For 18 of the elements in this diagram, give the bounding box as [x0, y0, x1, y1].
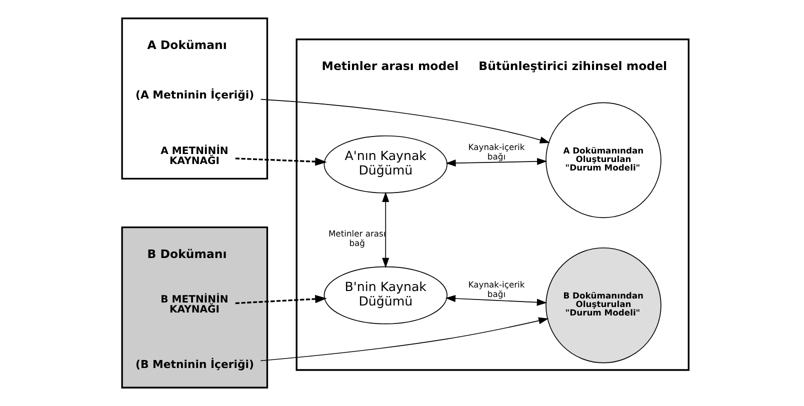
edge-label: Metinler arası bağ	[328, 228, 386, 248]
arrow	[235, 158, 327, 166]
arrow	[235, 294, 327, 304]
node-circle: B Dokümanından Oluşturulan "Durum Modeli"	[546, 247, 662, 364]
node-text: B METNİNİN KAYNAĞI	[160, 294, 228, 316]
node-text: (B Metninin İçeriği)	[135, 358, 254, 371]
edge-label: Kaynak-içerik bağı	[468, 142, 525, 162]
node-text: A METNİNİN KAYNAĞI	[160, 146, 228, 168]
arrow	[260, 98, 550, 144]
node-ellipse: A'nın Kaynak Düğümü	[324, 135, 448, 194]
arrow	[445, 294, 547, 306]
node-circle: A Dokümanından Oluşturulan "Durum Modeli"	[546, 102, 662, 218]
node-ellipse: B'nin Kaynak Düğümü	[324, 266, 448, 324]
node-text: (A Metninin İçeriği)	[135, 88, 254, 102]
edge-label: Kaynak-içerik bağı	[468, 280, 525, 299]
arrow	[382, 192, 390, 268]
arrow	[260, 317, 549, 362]
arrow	[446, 158, 548, 167]
